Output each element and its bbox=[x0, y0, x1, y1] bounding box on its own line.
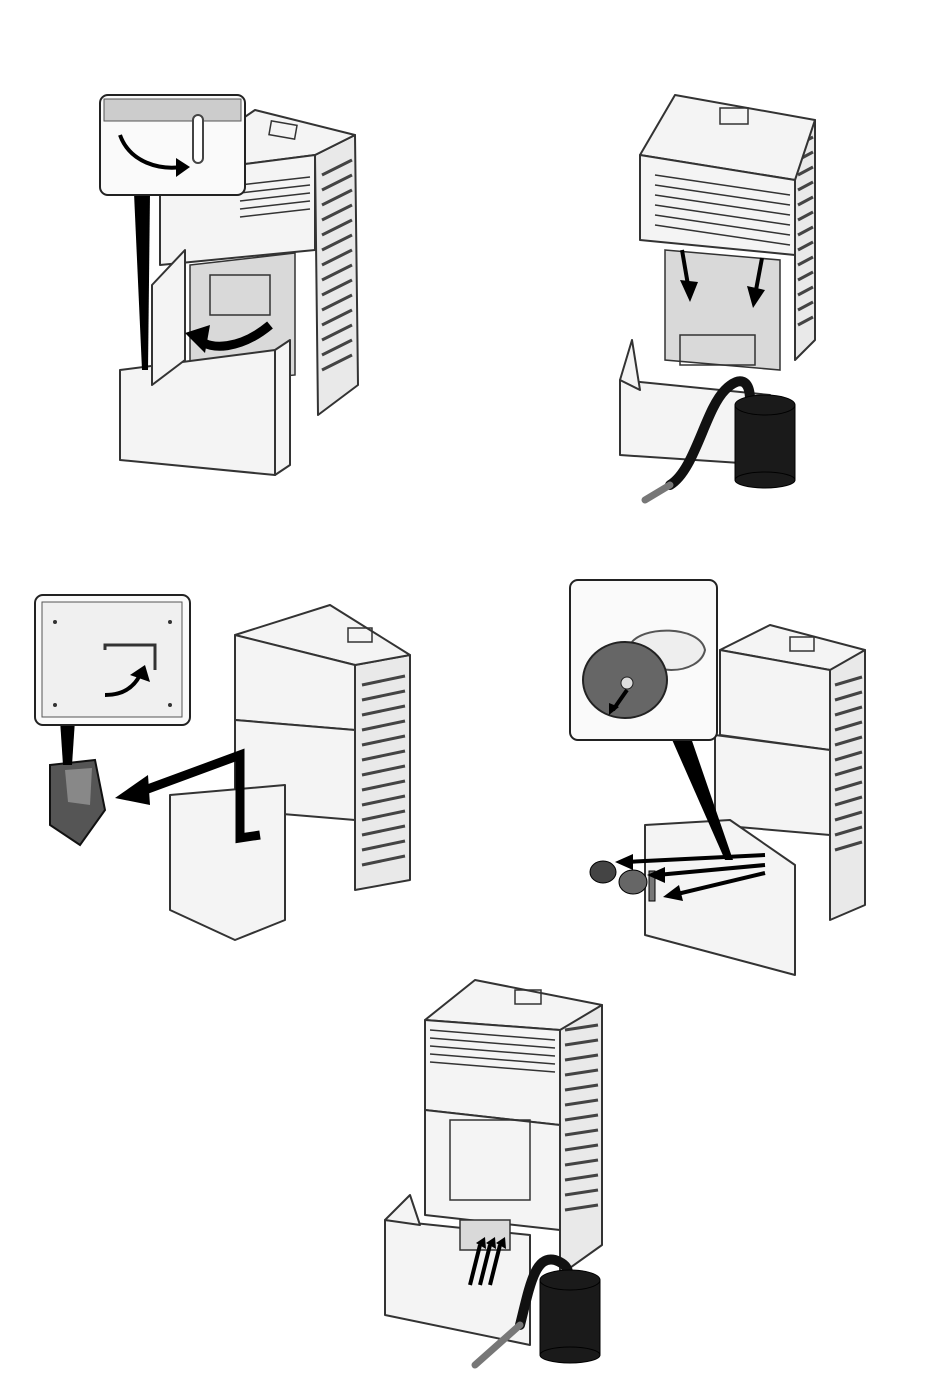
step-1-open-door-illustration bbox=[90, 85, 380, 505]
step-5-vacuum-ducts-illustration bbox=[380, 975, 610, 1375]
step-4-remove-inspection-covers-illustration bbox=[565, 575, 870, 980]
firebox-front bbox=[715, 735, 830, 835]
step-2-vacuum-firebox-illustration bbox=[610, 90, 835, 515]
callout-pointer bbox=[60, 720, 75, 765]
step-3-remove-ash-pan-illustration bbox=[30, 590, 420, 950]
stove-side-panel bbox=[315, 135, 358, 415]
firebox-front bbox=[425, 1110, 560, 1230]
ash-pan bbox=[50, 760, 105, 845]
ash-drawer bbox=[170, 785, 285, 940]
inspection-cover-detail bbox=[570, 580, 717, 740]
opened-door bbox=[152, 250, 185, 385]
door-handle-detail bbox=[100, 95, 245, 195]
firebox-opening bbox=[665, 250, 780, 370]
ash-pan-detail bbox=[35, 595, 190, 725]
callout-pointer bbox=[134, 193, 150, 370]
